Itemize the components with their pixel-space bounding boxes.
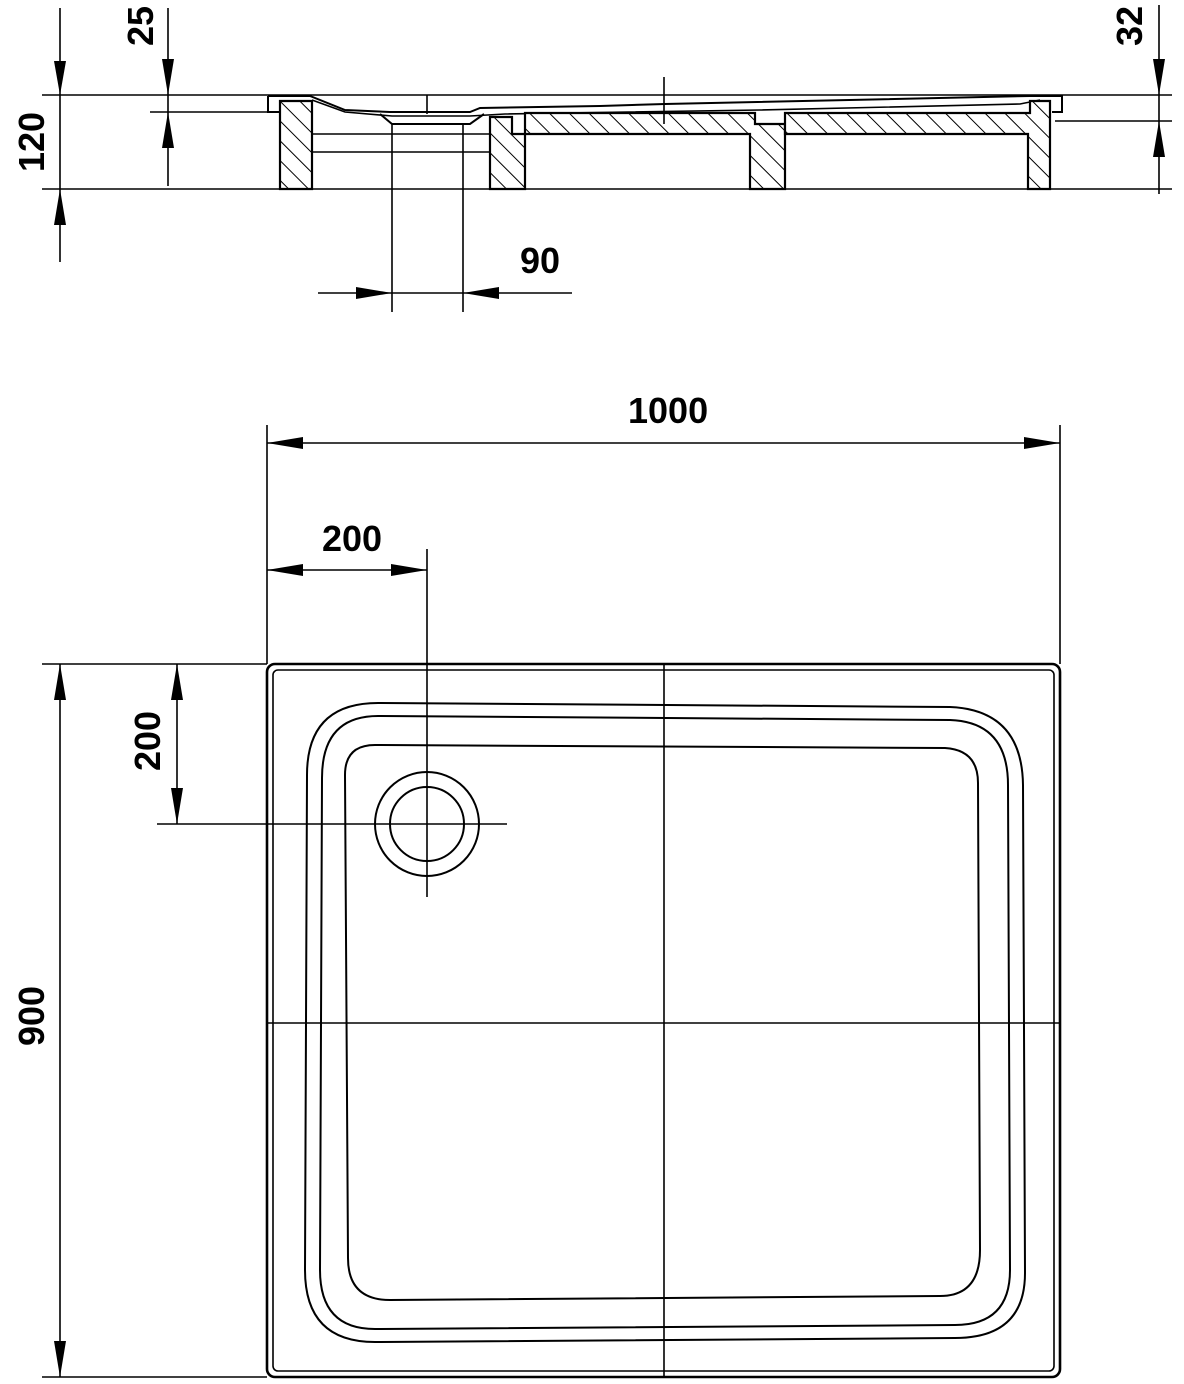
depth-arrow-top bbox=[54, 664, 66, 700]
center-support-section bbox=[488, 111, 787, 191]
step-label: 25 bbox=[120, 6, 161, 46]
drain-arrow-left bbox=[356, 287, 392, 299]
right-support-section bbox=[783, 99, 1052, 191]
drain-x-arrow-right bbox=[391, 564, 427, 576]
basin-outer-contour bbox=[303, 701, 1027, 1344]
drain-y-arrow-bottom bbox=[171, 788, 183, 824]
tray-rim-profile bbox=[268, 95, 1063, 113]
tray-rim-inner bbox=[267, 96, 280, 113]
rim-arrow-top bbox=[1153, 59, 1165, 95]
height-arrow-top bbox=[54, 61, 66, 95]
basin-inner-floor bbox=[343, 743, 982, 1302]
width-arrow-left bbox=[267, 437, 303, 449]
step-arrow-top bbox=[162, 59, 174, 95]
drain-y-arrow-top bbox=[171, 664, 183, 700]
drain-x-arrow-left bbox=[267, 564, 303, 576]
rim-arrow-bottom bbox=[1153, 121, 1165, 157]
basin-floor-line bbox=[311, 99, 1041, 117]
drain-offset-x-label: 200 bbox=[322, 518, 382, 559]
depth-label: 900 bbox=[11, 986, 52, 1046]
section-view: 90 120 25 32 bbox=[11, 5, 1172, 312]
drain-offset-y-label: 200 bbox=[127, 711, 168, 771]
plan-view: 1000 200 900 200 bbox=[11, 390, 1062, 1379]
height-arrow-bottom bbox=[54, 189, 66, 225]
depth-arrow-bottom bbox=[54, 1341, 66, 1377]
height-label: 120 bbox=[11, 112, 52, 172]
rim-label: 32 bbox=[1109, 6, 1150, 46]
drain-diameter-label: 90 bbox=[520, 240, 560, 281]
left-support-section bbox=[278, 99, 314, 191]
step-arrow-bottom bbox=[162, 112, 174, 148]
drain-bowl bbox=[379, 113, 485, 125]
width-label: 1000 bbox=[628, 390, 708, 431]
width-arrow-right bbox=[1024, 437, 1060, 449]
basin-middle-contour bbox=[318, 714, 1012, 1331]
drain-arrow-right bbox=[463, 287, 499, 299]
